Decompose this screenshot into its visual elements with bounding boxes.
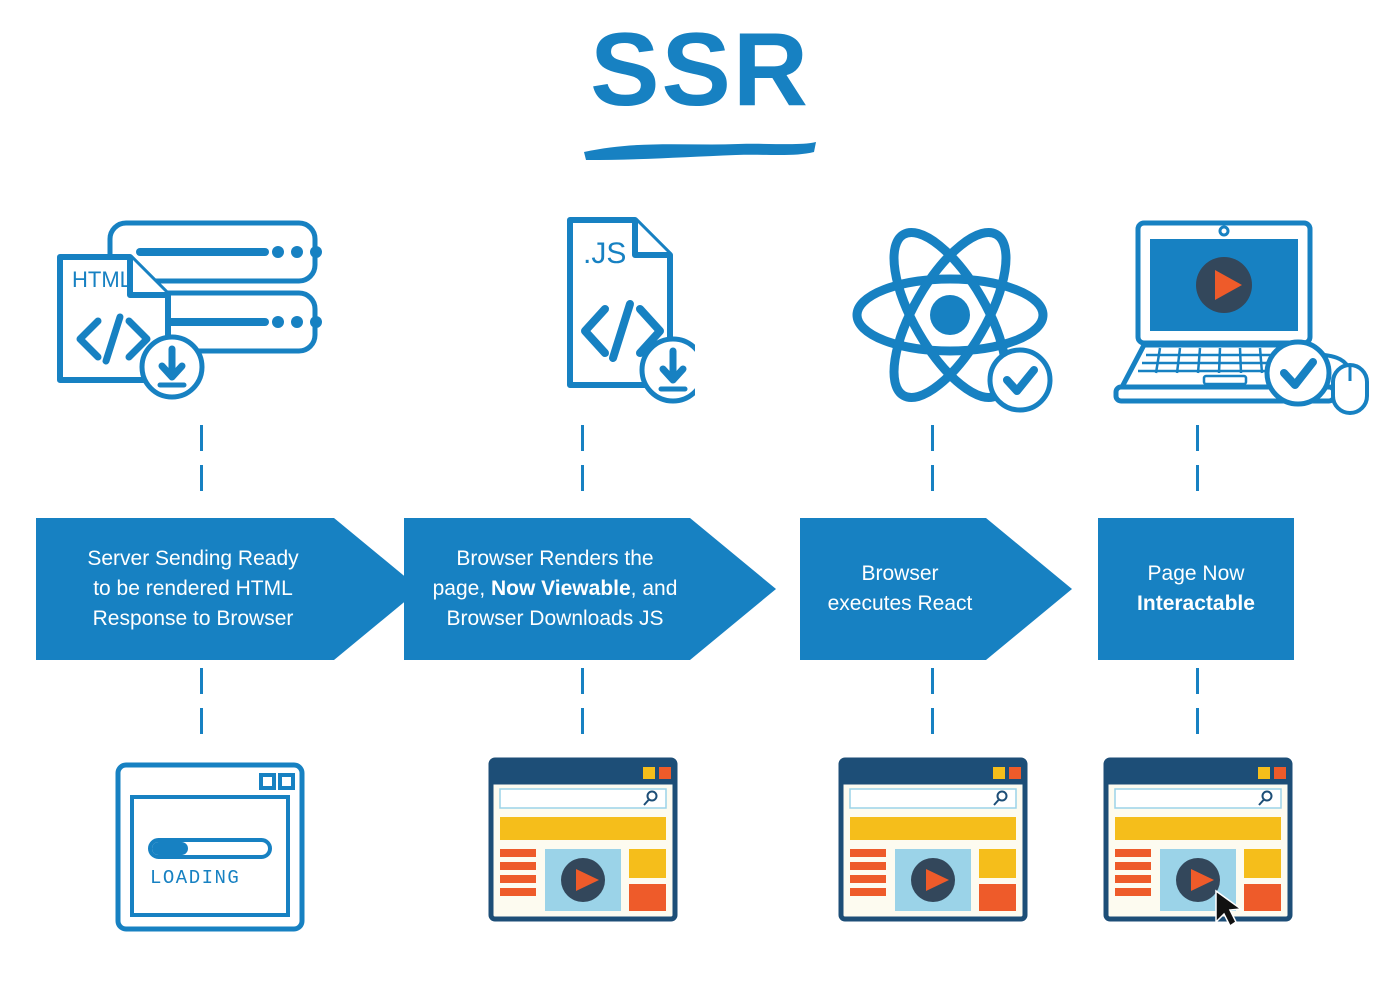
title-underline-swoosh [584,142,816,160]
banner-step-4-text: Page Now Interactable [1123,559,1269,619]
banner-text-span: , and [630,577,678,601]
window-button-yellow [1258,767,1270,779]
progress-bar-fill [152,842,188,855]
check-icon [1003,366,1038,395]
step-column-4: Page Now Interactable [1080,0,1400,999]
js-file-download-icon: .JS [420,205,740,420]
title-text: SSR [590,12,810,128]
mock-search-bar [1114,788,1282,809]
connector-bottom-3 [930,668,934,758]
js-doc-label: .JS [583,237,626,270]
mock-yellow-tile [629,849,666,878]
window-square-icon [259,773,276,790]
window-button-yellow [643,767,655,779]
window-button-yellow [993,767,1005,779]
mock-titlebar [493,762,673,785]
window-button-orange [659,767,671,779]
play-triangle-icon [1191,869,1214,891]
step-column-3: Browser executes React [790,0,1110,999]
mock-orange-tile [1244,884,1281,911]
laptop-mouse-check-icon [1080,205,1400,420]
mock-search-bar [499,788,667,809]
banner-line: Page Now [1147,562,1245,586]
mock-titlebar [843,762,1023,785]
banner-line: Server Sending Ready [87,547,299,571]
page-title: SSR [0,18,1400,122]
banner-line: Browser [861,562,939,586]
mock-hero-banner [850,817,1016,840]
banner-step-3: Browser executes React [800,518,1072,660]
banner-text-span: Browser Renders the [456,547,654,571]
connector-bottom-1 [199,668,203,758]
mock-text-bars [500,849,536,896]
browser-loading-sketch: LOADING [110,757,310,942]
mock-hero-banner [500,817,666,840]
mock-yellow-tile [1244,849,1281,878]
check-badge [987,347,1053,413]
banner-step-3-text: Browser executes React [814,559,987,619]
banner-step-2: Browser Renders the page, Now Viewable, … [404,518,776,660]
check-badge [1264,339,1332,407]
mock-yellow-tile [979,849,1016,878]
search-icon [643,790,658,806]
banner-text-bold: Now Viewable [491,577,631,601]
server-html-download-icon: HTML [40,205,360,420]
banner-step-1-text: Server Sending Ready to be rendered HTML… [73,544,312,633]
mock-orange-tile [979,884,1016,911]
banner-step-1: Server Sending Ready to be rendered HTML… [36,518,420,660]
banner-text-span: Browser Downloads JS [446,606,664,630]
step-column-1: HTML Server Sending Ready [36,0,420,999]
banner-line: Interactable [1137,592,1255,615]
banner-line: Response to Browser [92,606,294,630]
loading-label: LOADING [150,867,240,889]
play-triangle-icon [1215,270,1242,300]
connector-top-4 [1195,425,1199,515]
step-column-2: .JS Browser Renders the [404,0,776,999]
connector-top-3 [930,425,934,515]
window-button-orange [1274,767,1286,779]
connector-top-2 [580,425,584,515]
webcam-icon [1218,225,1230,237]
window-button-orange [1009,767,1021,779]
window-square-icon [278,773,295,790]
browser-interactive-page-4 [1103,757,1293,932]
search-icon [1258,790,1273,806]
play-triangle-icon [926,869,949,891]
mock-orange-tile [629,884,666,911]
banner-line: to be rendered HTML [93,577,293,601]
check-icon [1280,358,1317,389]
connector-top-1 [199,425,203,515]
banner-text-span: page, [432,577,491,601]
react-atom-check-icon [790,205,1110,420]
banner-line: page, Now Viewable, and [433,574,678,604]
banner-step-2-text: Browser Renders the page, Now Viewable, … [419,544,692,633]
mock-titlebar [1108,762,1288,785]
banner-step-4: Page Now Interactable [1098,518,1294,660]
browser-rendered-page-2 [488,757,678,927]
banner-line: Browser Downloads JS [433,604,678,634]
play-triangle-icon [576,869,599,891]
connector-bottom-4 [1195,668,1199,758]
html-doc-label: HTML [72,267,132,292]
search-icon [993,790,1008,806]
mock-text-bars [1115,849,1151,896]
mock-text-bars [850,849,886,896]
browser-rendered-page-3 [838,757,1028,927]
mock-search-bar [849,788,1017,809]
banner-line: executes React [827,592,973,615]
mock-hero-banner [1115,817,1281,840]
connector-bottom-2 [580,668,584,758]
banner-line: Browser Renders the [433,544,678,574]
mouse-cursor-icon [1215,889,1244,928]
